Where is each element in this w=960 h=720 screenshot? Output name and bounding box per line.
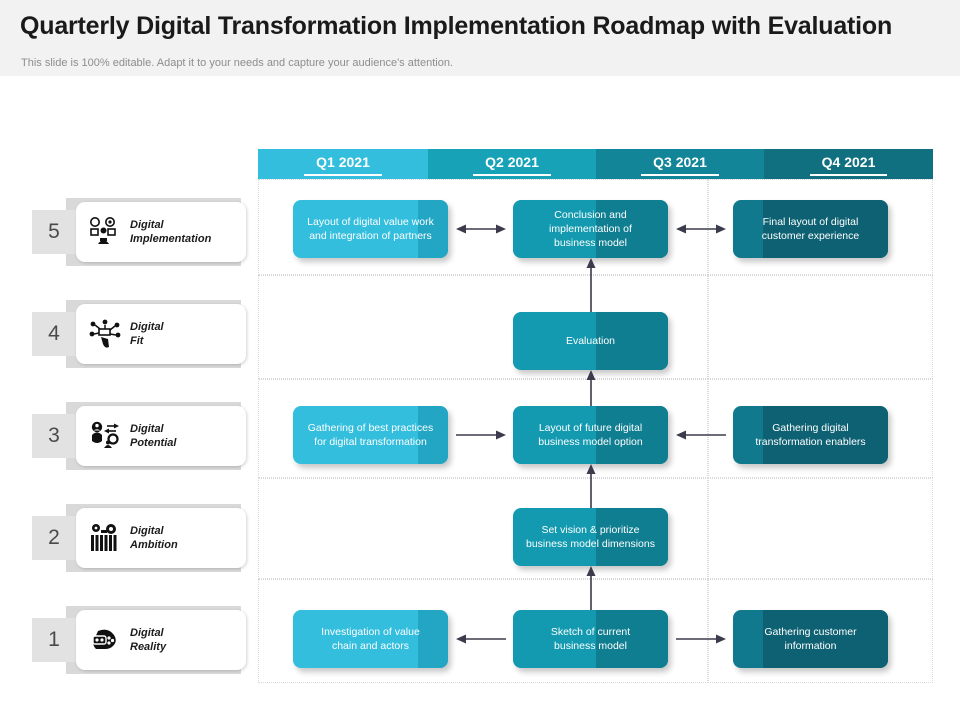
stage-number-badge: 3 <box>32 414 76 458</box>
process-box-label: Conclusion and implementation of busines… <box>549 208 632 250</box>
quarter-header-bar: Q1 2021 Q2 2021 Q3 2021 Q4 2021 <box>258 149 933 179</box>
grid-cell-row3-left <box>258 379 708 478</box>
grid-cell-row3-right <box>708 379 933 478</box>
quarter-segment-q3[interactable]: Q3 2021 <box>596 149 764 179</box>
digital-ambition-icon <box>84 523 126 553</box>
quarter-segment-q1[interactable]: Q1 2021 <box>258 149 428 179</box>
arrow-sketch-to-gathering-customer <box>676 632 726 646</box>
quarter-label-q2: Q2 2021 <box>473 155 551 176</box>
box-accent-strip <box>596 508 668 566</box>
process-box-label: Evaluation <box>565 334 616 347</box>
grid-cell-row1-right <box>708 579 933 683</box>
stage-number-badge: 2 <box>32 516 76 560</box>
stage-label: Digital Reality <box>130 626 167 653</box>
digital-implementation-icon <box>84 217 126 247</box>
arrow-row5-right-double <box>676 222 726 236</box>
box-accent-strip <box>596 610 668 668</box>
stage-label: Digital Ambition <box>130 524 178 551</box>
process-box-label: Layout of future digital business model … <box>538 421 643 448</box>
stage-card-4[interactable]: 4 Digital Fit <box>32 300 247 368</box>
stage-card-3[interactable]: 3 Digital Potential <box>32 402 247 470</box>
process-box-gathering-enablers[interactable]: Gathering digital transformation enabler… <box>733 406 888 464</box>
process-box-gathering-customer-info[interactable]: Gathering customer information <box>733 610 888 668</box>
stage-card-body[interactable]: Digital Fit <box>76 304 246 364</box>
arrow-sketch-to-set-vision <box>584 566 598 610</box>
process-box-final-layout-customer[interactable]: Final layout of digital customer experie… <box>733 200 888 258</box>
box-accent-strip <box>418 200 448 258</box>
box-accent-strip <box>763 610 888 668</box>
process-box-label: Layout of digital value work and integra… <box>307 215 434 242</box>
process-box-layout-future-digital[interactable]: Layout of future digital business model … <box>513 406 668 464</box>
stage-number-badge: 4 <box>32 312 76 356</box>
stage-card-body[interactable]: Digital Implementation <box>76 202 246 262</box>
digital-potential-icon <box>84 421 126 451</box>
stage-card-5[interactable]: 5 Digital Implementation <box>32 198 247 266</box>
box-accent-strip <box>763 200 888 258</box>
process-box-label: Final layout of digital customer experie… <box>761 215 860 242</box>
digital-fit-icon <box>84 319 126 349</box>
process-box-label: Gathering digital transformation enabler… <box>755 421 866 448</box>
grid-cell-row4-left <box>258 275 708 379</box>
quarter-label-q3: Q3 2021 <box>641 155 719 176</box>
process-box-label: Gathering of best practices for digital … <box>307 421 434 448</box>
process-box-label: Gathering customer information <box>764 625 857 652</box>
grid-cell-row5-left <box>258 179 708 275</box>
process-box-evaluation[interactable]: Evaluation <box>513 312 668 370</box>
grid-cell-row5-right <box>708 179 933 275</box>
stage-label: Digital Potential <box>130 422 177 449</box>
box-accent-strip <box>418 406 448 464</box>
stage-card-body[interactable]: Digital Reality <box>76 610 246 670</box>
stage-card-body[interactable]: Digital Potential <box>76 406 246 466</box>
page-title: Quarterly Digital Transformation Impleme… <box>20 12 893 40</box>
page-subtitle: This slide is 100% editable. Adapt it to… <box>21 57 453 69</box>
stage-label: Digital Implementation <box>130 218 212 245</box>
grid-cell-row4-right <box>708 275 933 379</box>
box-accent-strip <box>596 200 668 258</box>
stage-card-body[interactable]: Digital Ambition <box>76 508 246 568</box>
quarter-label-q1: Q1 2021 <box>304 155 382 176</box>
process-box-layout-digital-value-work[interactable]: Layout of digital value work and integra… <box>293 200 448 258</box>
process-box-conclusion-implementation[interactable]: Conclusion and implementation of busines… <box>513 200 668 258</box>
process-box-set-vision-prioritize[interactable]: Set vision & prioritize business model d… <box>513 508 668 566</box>
stage-card-2[interactable]: 2 Digital Ambition <box>32 504 247 572</box>
arrow-enablers-to-layout-future <box>676 428 726 442</box>
process-box-label: Sketch of current business model <box>550 625 631 652</box>
process-box-label: Set vision & prioritize business model d… <box>526 523 655 550</box>
grid-cell-row2-left <box>258 478 708 579</box>
arrow-set-vision-to-layout-future <box>584 464 598 508</box>
process-box-investigation-value-chain[interactable]: Investigation of value chain and actors <box>293 610 448 668</box>
box-accent-strip <box>596 406 668 464</box>
roadmap-diagram: Q1 2021 Q2 2021 Q3 2021 Q4 2021 Layout o… <box>0 76 960 720</box>
box-accent-strip <box>596 312 668 370</box>
process-box-label: Investigation of value chain and actors <box>321 625 420 652</box>
quarter-segment-q4[interactable]: Q4 2021 <box>764 149 933 179</box>
box-accent-strip <box>763 406 888 464</box>
arrow-best-practices-to-layout-future <box>456 428 506 442</box>
stage-label: Digital Fit <box>130 320 164 347</box>
slide-header: Quarterly Digital Transformation Impleme… <box>0 0 960 76</box>
grid-cell-row1-left <box>258 579 708 683</box>
digital-reality-icon <box>84 625 126 655</box>
arrow-sketch-to-investigation <box>456 632 506 646</box>
arrow-evaluation-to-conclusion <box>584 258 598 312</box>
quarter-label-q4: Q4 2021 <box>809 155 888 176</box>
arrow-row5-left-double <box>456 222 506 236</box>
stage-number-badge: 1 <box>32 618 76 662</box>
stage-number-badge: 5 <box>32 210 76 254</box>
process-box-gathering-best-practices[interactable]: Gathering of best practices for digital … <box>293 406 448 464</box>
stage-card-1[interactable]: 1 Digital Reality <box>32 606 247 674</box>
grid-cell-row2-right <box>708 478 933 579</box>
process-box-sketch-current-business[interactable]: Sketch of current business model <box>513 610 668 668</box>
box-accent-strip <box>418 610 448 668</box>
quarter-segment-q2[interactable]: Q2 2021 <box>428 149 596 179</box>
